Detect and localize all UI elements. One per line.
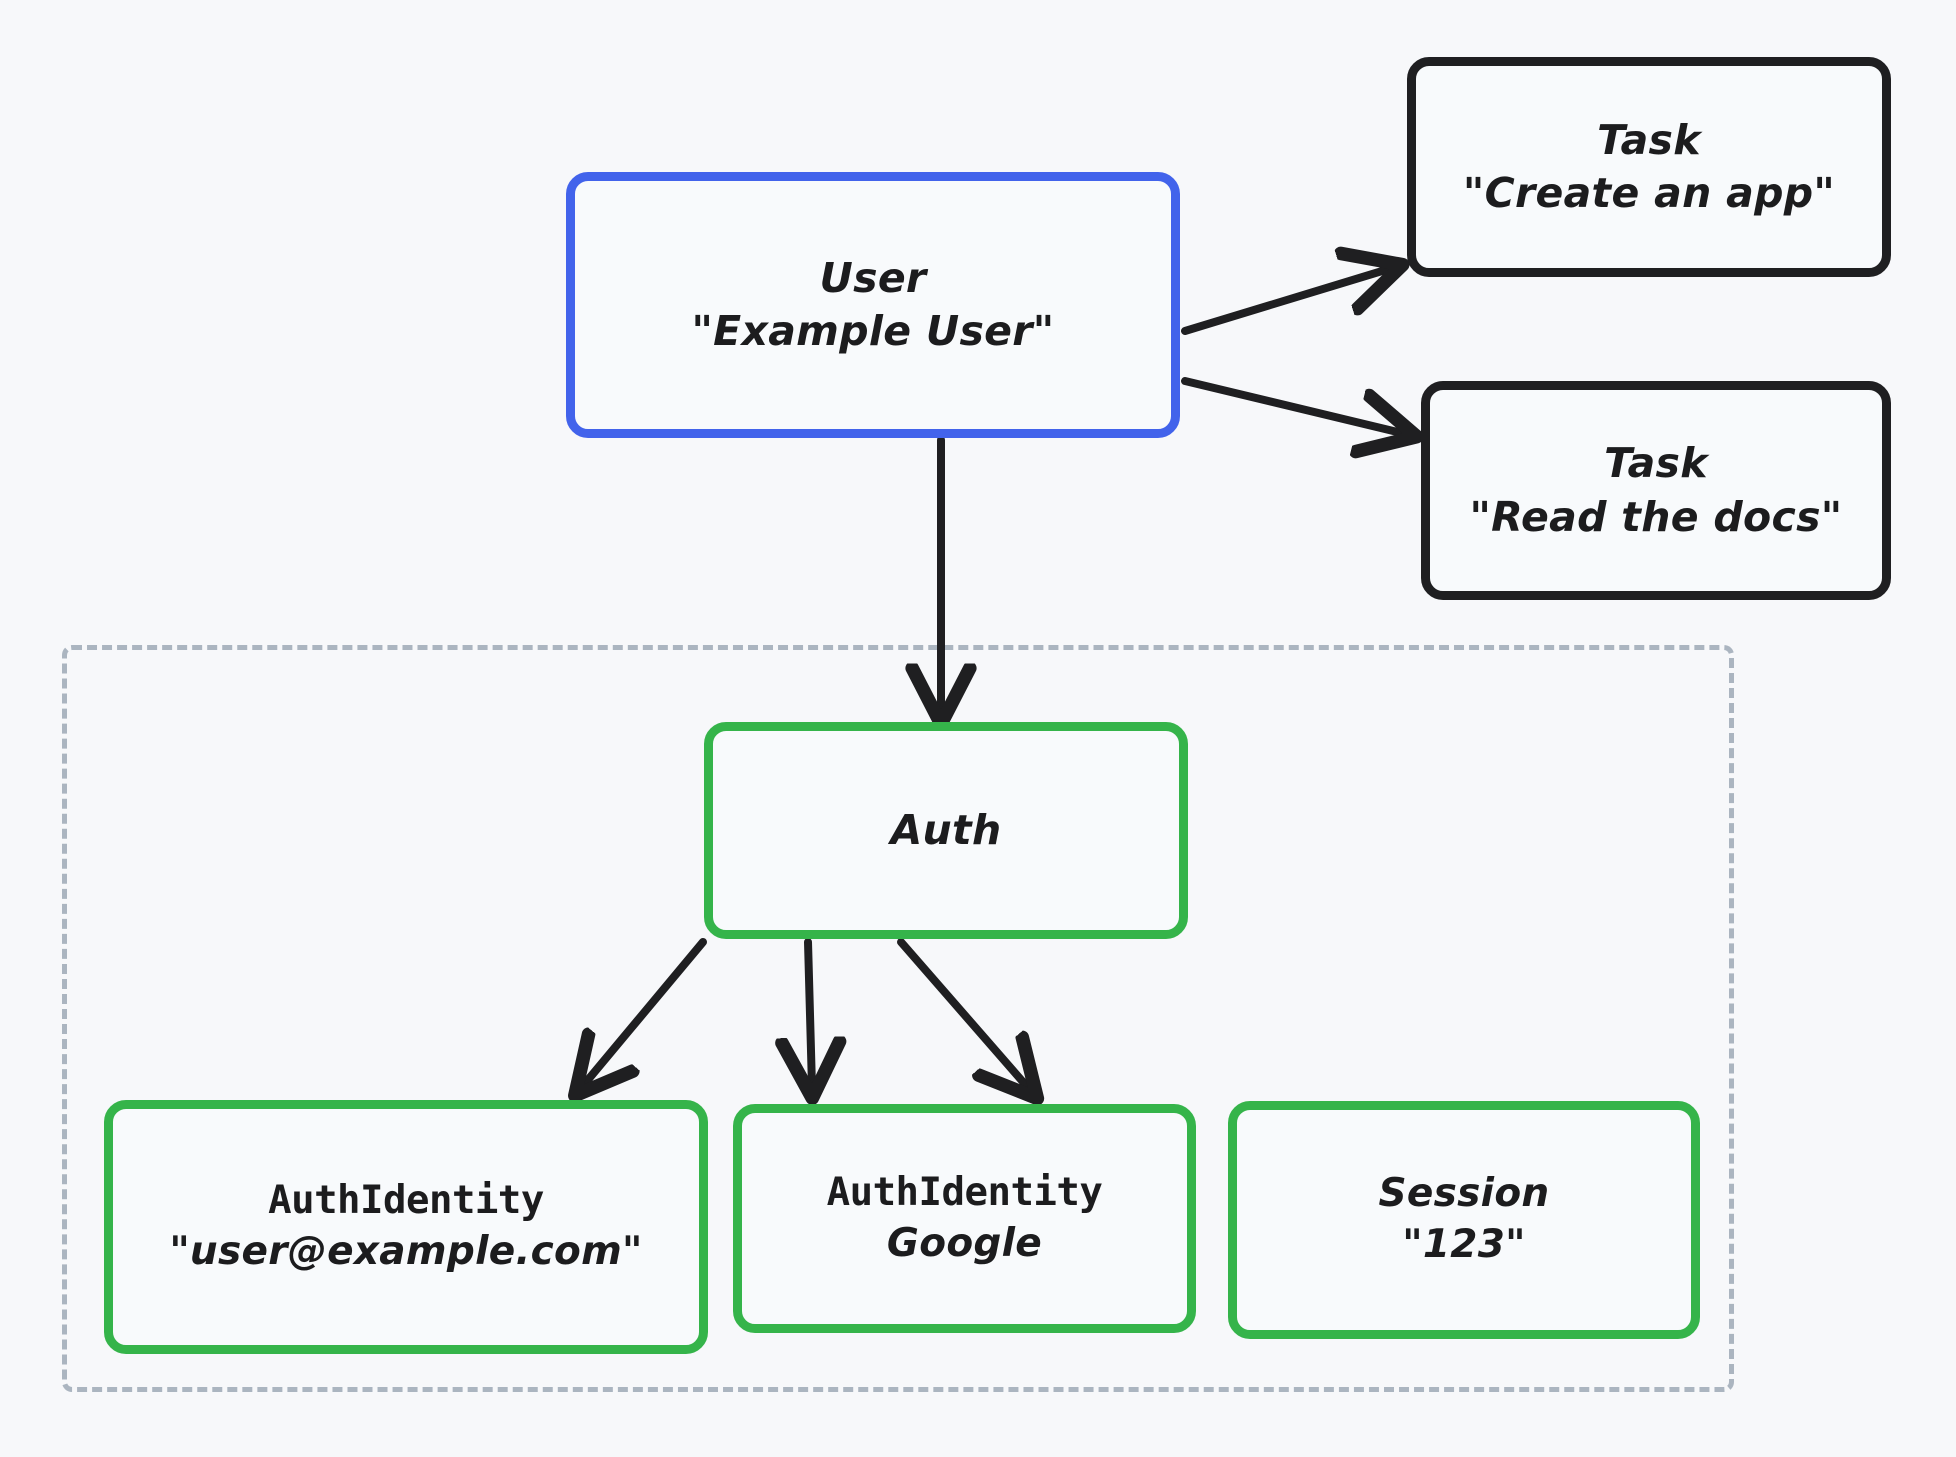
auth-node[interactable]: Auth [704, 722, 1188, 939]
auth-identity-email-value: "user@example.com" [169, 1229, 643, 1274]
auth-identity-google-node[interactable]: AuthIdentity Google [733, 1104, 1196, 1333]
task-read-docs-node[interactable]: Task "Read the docs" [1421, 381, 1891, 600]
user-node[interactable]: User "Example User" [566, 172, 1180, 438]
user-node-value: "Example User" [691, 307, 1055, 355]
session-node-value: "123" [1402, 1222, 1526, 1267]
task-read-docs-title: Task [1604, 439, 1708, 488]
task-read-docs-value: "Read the docs" [1469, 492, 1843, 541]
user-to-task-read-docs-edge [1181, 377, 1406, 434]
task-create-app-title: Task [1597, 115, 1701, 164]
user-to-task-create-app-edge [1181, 268, 1392, 335]
auth-node-title: Auth [890, 805, 1002, 854]
auth-identity-email-title: AuthIdentity [268, 1178, 544, 1224]
auth-identity-email-node[interactable]: AuthIdentity "user@example.com" [104, 1100, 708, 1354]
task-create-app-value: "Create an app" [1462, 169, 1836, 217]
task-create-app-node[interactable]: Task "Create an app" [1407, 57, 1891, 277]
auth-identity-google-title: AuthIdentity [826, 1169, 1103, 1215]
session-node-title: Session [1378, 1171, 1550, 1217]
session-node[interactable]: Session "123" [1228, 1101, 1700, 1339]
user-node-title: User [819, 253, 927, 302]
auth-identity-google-value: Google [886, 1220, 1043, 1266]
auth-group-container [62, 645, 1734, 1392]
